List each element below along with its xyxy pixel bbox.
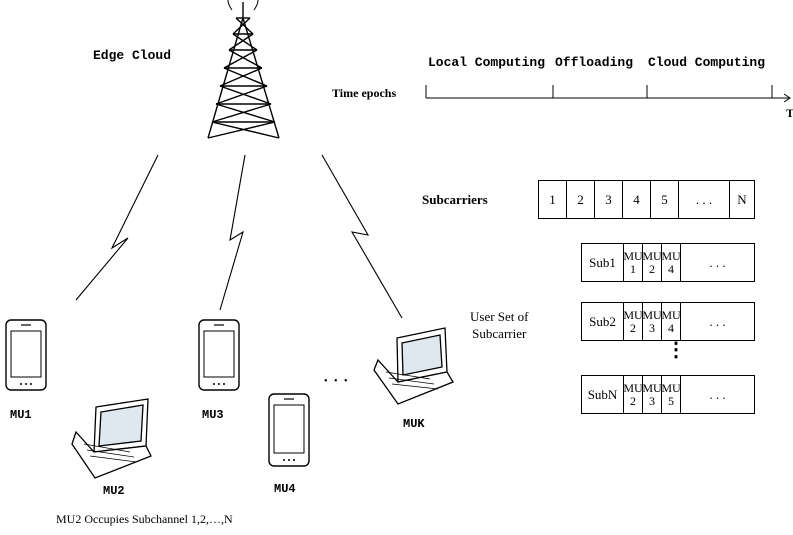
user-set-label-line1: User Set of bbox=[470, 309, 529, 324]
subcarrier-cell: 2 bbox=[566, 180, 595, 219]
subcarrier-cell: 5 bbox=[650, 180, 679, 219]
user-set-label-line2: Subcarrier bbox=[472, 326, 527, 341]
phone-icon-mu4 bbox=[268, 393, 310, 467]
mu1-label: MU1 bbox=[10, 408, 32, 422]
more-cell: . . . bbox=[680, 375, 755, 414]
timeline-axis bbox=[425, 85, 791, 103]
more-cell: . . . bbox=[680, 302, 755, 341]
devices-ellipsis-icon: • • • bbox=[324, 376, 350, 387]
laptop-icon-mu2 bbox=[71, 398, 152, 479]
vertical-ellipsis-icon: ⋮ bbox=[666, 339, 686, 361]
link-to-mu3-icon bbox=[219, 154, 246, 311]
subcarrier-cell: 4 bbox=[622, 180, 651, 219]
caption: MU2 Occupies Subchannel 1,2,…,N bbox=[56, 512, 233, 526]
phase-offloading: Offloading bbox=[555, 55, 634, 70]
phase-local-computing: Local Computing bbox=[428, 55, 546, 70]
more-cell: . . . bbox=[680, 243, 755, 282]
laptop-icon-muk bbox=[373, 327, 454, 405]
link-to-mu1-icon bbox=[75, 154, 159, 301]
link-to-muk-icon bbox=[321, 154, 403, 319]
mu3-label: MU3 bbox=[202, 408, 224, 422]
subcarrier-cell: . . . bbox=[678, 180, 730, 219]
sub-name-cell: SubN bbox=[581, 375, 624, 414]
muk-label: MUK bbox=[403, 417, 425, 431]
time-end-label: T bbox=[786, 106, 793, 120]
phase-cloud-computing: Cloud Computing bbox=[648, 55, 766, 70]
mu4-label: MU4 bbox=[274, 482, 296, 496]
tower-icon bbox=[207, 0, 280, 139]
subcarrier-cell: 1 bbox=[538, 180, 567, 219]
phone-icon-mu1 bbox=[5, 319, 47, 391]
subcarrier-cell: N bbox=[729, 180, 755, 219]
sub-name-cell: Sub1 bbox=[581, 243, 624, 282]
phone-icon-mu3 bbox=[198, 319, 240, 391]
time-epochs-label: Time epochs bbox=[332, 86, 397, 100]
wireless-links bbox=[75, 154, 403, 319]
sub-name-cell: Sub2 bbox=[581, 302, 624, 341]
edge-cloud-label: Edge Cloud bbox=[93, 48, 172, 63]
subcarrier-cell: 3 bbox=[594, 180, 623, 219]
mu2-label: MU2 bbox=[103, 484, 125, 498]
subcarriers-label: Subcarriers bbox=[422, 192, 488, 207]
user-set-label: User Set of Subcarrier bbox=[470, 308, 529, 342]
